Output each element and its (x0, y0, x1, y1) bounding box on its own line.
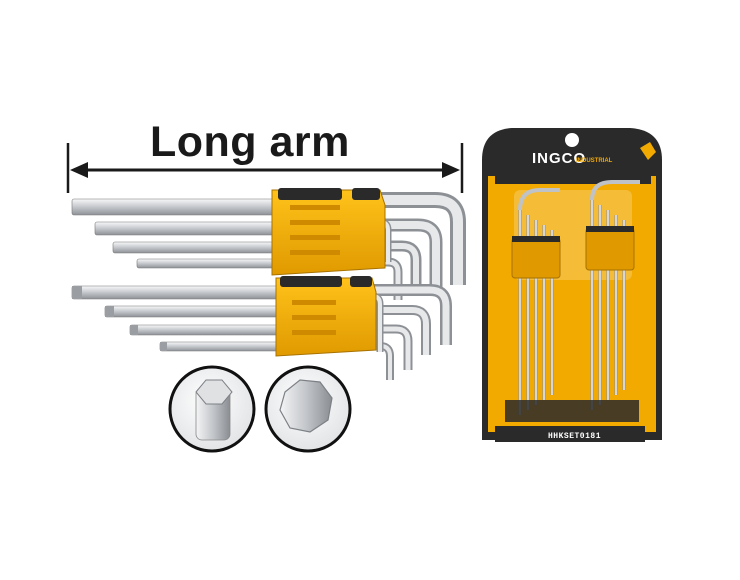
torx-key-set-lower (71, 276, 452, 380)
brand-subtitle: INDUSTRIAL (576, 158, 613, 164)
model-number: HHKSET0181 (548, 432, 602, 441)
brand-logo: INGCO (532, 150, 587, 167)
dimension-arrow-icon (66, 143, 464, 193)
package-card (482, 128, 662, 442)
hex-tip-closeup (168, 365, 256, 453)
hex-key-set-upper (71, 188, 466, 300)
headline-long-arm: Long arm (150, 118, 350, 166)
hex-key-closeup (264, 365, 352, 453)
